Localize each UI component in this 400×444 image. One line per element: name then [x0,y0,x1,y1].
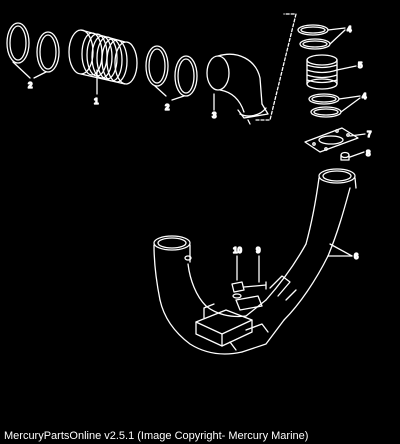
callout-2-right: 2 [165,103,170,112]
bellows-short [306,54,338,90]
callout-4-lower: 4 [362,92,367,101]
hose-clamp-pair-left [6,22,60,79]
mount-bolt [231,255,267,299]
callout-6: 6 [354,252,359,261]
callout-8: 8 [366,149,371,158]
exhaust-y-pipe [153,168,357,355]
exhaust-elbow [206,53,269,125]
callout-2-left: 2 [28,81,33,90]
hose-clamp-lower [308,93,342,118]
callout-7: 7 [367,130,372,139]
leader-5 [336,65,357,71]
leader-4-upper [327,27,346,45]
hose-clamp-upper [297,24,331,50]
callout-9: 9 [256,246,261,255]
callout-5: 5 [358,61,363,70]
gasket-plate [304,127,366,153]
callout-10: 10 [233,246,242,255]
kit-bracket [255,13,297,121]
exhaust-bellows [68,29,138,95]
callout-4-upper: 4 [347,25,352,34]
drain-plug [340,151,365,161]
leader-4-lower [338,95,361,113]
copyright-caption: MercuryPartsOnline v2.5.1 (Image Copyrig… [4,430,309,442]
callout-3: 3 [212,111,217,120]
hose-clamp-pair-right [145,45,198,101]
callout-1: 1 [94,97,99,106]
